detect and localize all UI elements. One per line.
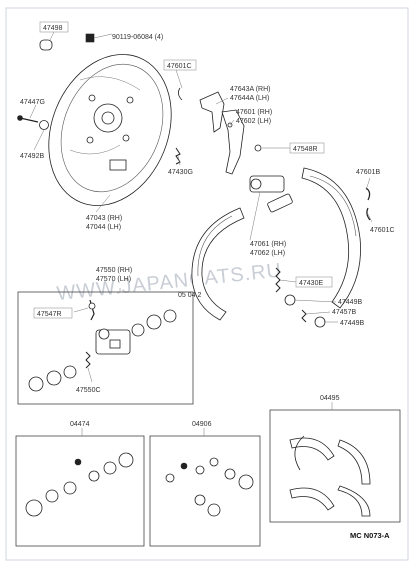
cylinder-seals[interactable] [28, 309, 177, 392]
bleeder-47547r[interactable] [88, 299, 96, 321]
wheel-cylinder-box [17, 291, 194, 405]
backing-plate[interactable] [27, 36, 193, 224]
svg-text:04474: 04474 [70, 421, 90, 428]
svg-text:47061 (RH): 47061 (RH) [250, 241, 286, 248]
lever-47643a[interactable] [199, 91, 225, 133]
diagram-frame [5, 7, 409, 561]
cylinder-47061[interactable] [249, 175, 293, 213]
label-47601c-right[interactable]: 47601C [370, 227, 395, 234]
svg-text:47550C: 47550C [76, 387, 101, 394]
clip-47492b[interactable] [39, 120, 49, 130]
label-kit-04495[interactable]: 04495 [320, 395, 340, 402]
label-47449b-b[interactable]: 47449B [340, 320, 364, 327]
label-47498[interactable]: 47498 [39, 21, 69, 33]
wheel-cylinder-body[interactable] [95, 328, 131, 355]
label-47643a[interactable]: 47643A (RH) 47644A (LH) [230, 86, 270, 102]
label-47061[interactable]: 47061 (RH) 47062 (LH) [250, 241, 286, 257]
svg-text:47430E: 47430E [299, 280, 323, 287]
label-47430e[interactable]: 47430E [295, 276, 333, 288]
svg-text:47547R: 47547R [37, 311, 62, 318]
label-47601b[interactable]: 47601B [356, 169, 380, 176]
label-47601c-top[interactable]: 47601C [163, 59, 197, 71]
svg-text:47044 (LH): 47044 (LH) [86, 224, 121, 231]
spring-47457b[interactable] [301, 309, 307, 323]
label-47430g[interactable]: 47430G [168, 169, 193, 176]
spring-47601c-top[interactable] [178, 87, 183, 101]
kit-box-04474 [15, 435, 145, 547]
washer-47449b-b[interactable] [314, 316, 326, 328]
svg-text:47602 (LH): 47602 (LH) [236, 118, 271, 125]
strut-47601[interactable] [221, 109, 245, 175]
plug-47498[interactable] [39, 39, 53, 51]
svg-text:47498: 47498 [43, 25, 63, 32]
kit-box-04495 [269, 409, 401, 523]
label-47547r[interactable]: 47547R [33, 307, 73, 319]
kit-04495-shoes[interactable] [289, 435, 371, 517]
small-date-text: 05 04 2 [178, 292, 201, 299]
svg-text:47492B: 47492B [20, 153, 44, 160]
spring-47430g[interactable] [175, 147, 181, 165]
watermark: WWW.JAPANCATS.RU [56, 260, 283, 306]
label-90119[interactable]: 90119-06084 (4) [112, 34, 163, 41]
svg-text:47457B: 47457B [332, 309, 356, 316]
svg-text:04495: 04495 [320, 395, 340, 402]
pin-47601b[interactable] [365, 187, 371, 201]
svg-text:47550 (RH): 47550 (RH) [96, 267, 132, 274]
label-47601[interactable]: 47601 (RH) 47602 (LH) [236, 109, 272, 125]
label-47492b[interactable]: 47492B [20, 153, 44, 160]
kit-04474-parts[interactable] [25, 452, 134, 517]
svg-text:47449B: 47449B [338, 299, 362, 306]
label-47447g[interactable]: 47447G [20, 99, 45, 106]
svg-text:47601C: 47601C [370, 227, 395, 234]
diagram-reference: MC N073-A [350, 531, 390, 540]
svg-text:47601 (RH): 47601 (RH) [236, 109, 272, 116]
svg-text:47643A (RH): 47643A (RH) [230, 86, 270, 93]
svg-text:47644A (LH): 47644A (LH) [230, 95, 269, 102]
label-kit-04474[interactable]: 04474 [70, 421, 90, 428]
spring-47550c[interactable] [85, 351, 91, 369]
label-47043[interactable]: 47043 (RH) 47044 (LH) [86, 215, 122, 231]
label-47550c[interactable]: 47550C [76, 387, 101, 394]
label-47457b[interactable]: 47457B [332, 309, 356, 316]
label-47449b-a[interactable]: 47449B [338, 299, 362, 306]
kit-box-04906 [149, 435, 261, 547]
svg-text:90119-06084 (4): 90119-06084 (4) [112, 34, 163, 41]
svg-text:04906: 04906 [192, 421, 212, 428]
brake-shoe-front[interactable] [191, 207, 245, 321]
svg-text:47430G: 47430G [168, 169, 193, 176]
svg-text:47570 (LH): 47570 (LH) [96, 276, 131, 283]
svg-text:47043 (RH): 47043 (RH) [86, 215, 122, 222]
svg-text:47447G: 47447G [20, 99, 45, 106]
washer-47449b-a[interactable] [284, 294, 296, 306]
bolt-90119[interactable] [85, 33, 95, 43]
svg-text:47449B: 47449B [340, 320, 364, 327]
brake-shoe-rear[interactable] [301, 167, 361, 309]
clip-47548r[interactable] [254, 144, 262, 152]
svg-text:47062 (LH): 47062 (LH) [250, 250, 285, 257]
svg-text:47601B: 47601B [356, 169, 380, 176]
leader-lines [29, 27, 373, 436]
svg-text:47601C: 47601C [167, 63, 192, 70]
svg-text:47548R: 47548R [293, 146, 318, 153]
label-47548r[interactable]: 47548R [289, 142, 325, 154]
label-47550[interactable]: 47550 (RH) 47570 (LH) [96, 267, 132, 283]
spring-47601c-right[interactable] [366, 207, 371, 221]
pin-47447g[interactable] [17, 115, 39, 123]
kit-04906-parts[interactable] [165, 457, 254, 517]
label-kit-04906[interactable]: 04906 [192, 421, 212, 428]
